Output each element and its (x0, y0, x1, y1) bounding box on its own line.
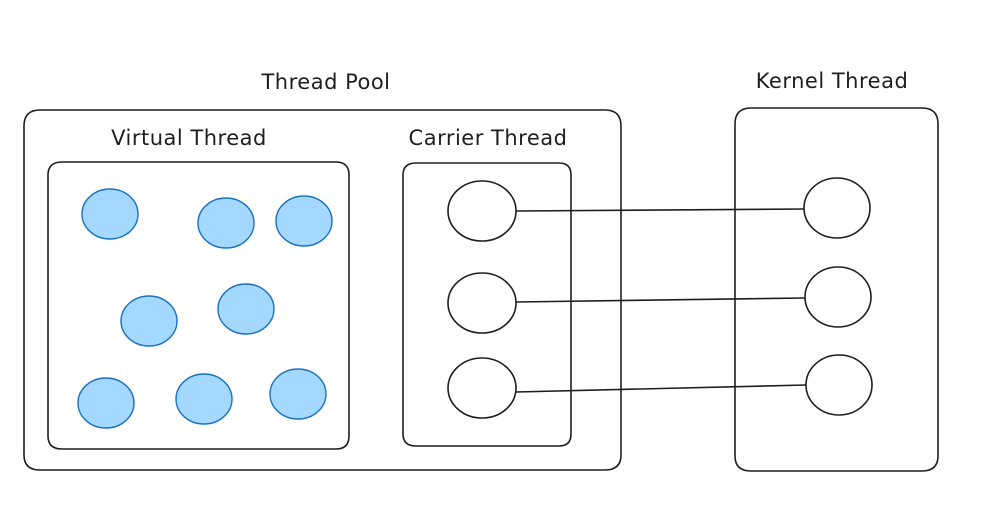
virtual-thread-circle (269, 368, 327, 420)
thread-pool-box (23, 109, 622, 471)
carrier-thread-circle-3 (447, 357, 517, 419)
connection-line-1 (515, 208, 805, 212)
kernel-thread-box (734, 107, 939, 472)
virtual-thread-circle (120, 295, 178, 347)
kernel-thread-circle-3 (805, 354, 873, 416)
thread-pool-title: Thread Pool (260, 70, 390, 94)
carrier-thread-box (402, 162, 572, 447)
virtual-thread-title: Virtual Thread (111, 126, 267, 150)
carrier-thread-circle-2 (447, 272, 517, 334)
connection-line-2 (515, 297, 806, 303)
kernel-thread-circle-2 (804, 266, 872, 328)
virtual-thread-circle (217, 283, 275, 335)
kernel-thread-title: Kernel Thread (756, 69, 909, 93)
virtual-thread-circle (197, 197, 255, 249)
virtual-thread-circle (81, 188, 139, 240)
carrier-thread-title: Carrier Thread (409, 126, 568, 150)
virtual-thread-circle (77, 377, 135, 429)
virtual-thread-circle (275, 195, 333, 247)
virtual-thread-circle (175, 373, 233, 425)
kernel-thread-circle-1 (803, 177, 871, 239)
carrier-thread-circle-1 (447, 180, 517, 242)
virtual-thread-box (47, 161, 350, 450)
connection-line-3 (515, 384, 807, 393)
